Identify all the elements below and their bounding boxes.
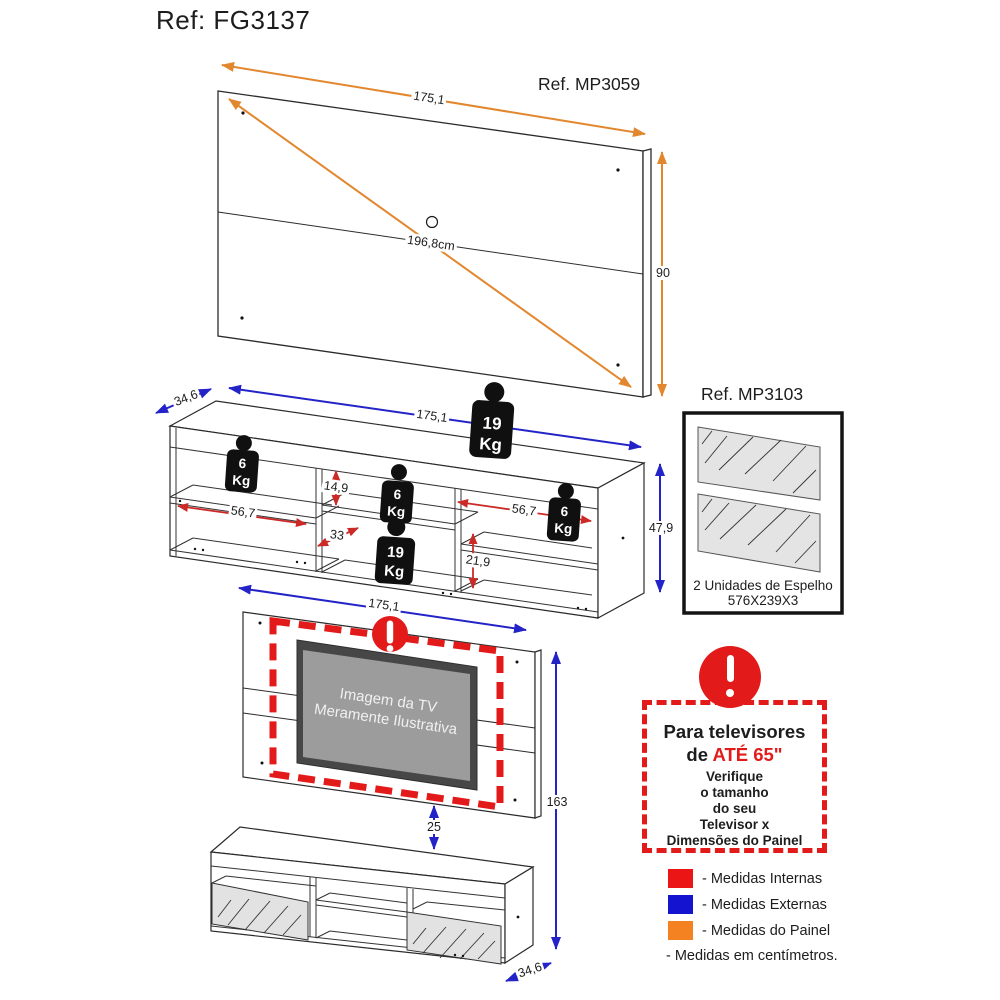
weight-badge-middle-bottom: 19 Kg [374,518,416,585]
warning-size-highlight: ATÉ 65" [712,744,783,765]
warning-line5: do seu [712,801,757,816]
legend-label-external: - Medidas Externas [702,896,827,913]
panel-cable-hole [425,215,439,229]
rack-height-label: 47,9 [646,521,676,535]
panel-height-label: 90 [654,266,672,280]
svg-text:19: 19 [482,413,502,433]
warning-line7: Dimensões do Painel [666,833,803,848]
mirror-kit-box [682,411,844,615]
legend-note: - Medidas em centímetros. [666,948,838,964]
mirror-door-glare-lines [217,898,496,960]
weight-badge-middle: 6 Kg [379,464,414,524]
tv-size-warning-box: Para televisores de ATÉ 65" Verifique o … [642,700,827,853]
mirror-door-right [406,911,502,965]
legend-swatch-panel [668,921,693,940]
assembly-rack-mirror-doors [211,882,502,965]
mirror-2 [697,493,821,573]
mirror-glare-lines [701,430,817,564]
assembly-height-label: 163 [544,795,570,809]
rack-middle-width-label: 33 [327,526,347,544]
weight-badge-top: 19 Kg [469,382,515,459]
legend-item-panel: - Medidas do Painel [668,921,838,940]
assembly-exclamation-icon [372,616,408,652]
legend: - Medidas Internas - Medidas Externas - … [666,869,838,964]
svg-text:Kg: Kg [232,472,251,488]
panel-ref-label: Ref. MP3059 [538,74,641,94]
weight-badge-left: 6 Kg [224,435,259,493]
legend-item-external: - Medidas Externas [668,895,838,914]
svg-text:19: 19 [387,544,405,562]
mirror-1 [697,426,821,501]
mirror-kit-caption-line2: 576X239X3 [727,593,799,608]
legend-item-internal: - Medidas Internas [668,869,838,888]
exclamation-bar [726,655,734,682]
assembly-rack-dots [453,915,520,958]
warning-line2: de ATÉ 65" [686,744,783,765]
legend-label-panel: - Medidas do Painel [702,922,831,939]
legend-swatch-internal [668,869,693,888]
mirror-door-left [211,882,309,941]
svg-text:Kg: Kg [554,520,573,536]
exclamation-dot [726,689,734,697]
svg-text:Kg: Kg [479,434,503,455]
mirror-kit-ref-label: Ref. MP3103 [701,384,804,404]
warning-line6: Televisor x [699,817,770,832]
page-title: Ref: FG3137 [156,5,311,35]
svg-text:Kg: Kg [387,503,406,519]
tv-area-dashed-box [269,617,504,812]
mirror-kit-caption: 2 Unidades de Espelho 576X239X3 [684,578,842,608]
warning-line4: o tamanho [700,785,769,800]
mirror-kit-caption-line1: 2 Unidades de Espelho [693,578,833,593]
svg-text:6: 6 [393,487,402,503]
svg-text:6: 6 [560,504,569,520]
svg-text:Kg: Kg [384,562,405,580]
svg-text:6: 6 [238,456,247,472]
tv-screen [303,650,470,781]
tv [296,639,478,791]
legend-label-internal: - Medidas Internas [702,870,823,887]
warning-line1: Para televisores [663,721,806,742]
warning-line3: Verifique [705,769,764,784]
exclamation-icon [699,646,761,708]
legend-swatch-external [668,895,693,914]
weight-badge-right: 6 Kg [546,483,581,542]
assembly-gap-label: 25 [425,820,443,834]
